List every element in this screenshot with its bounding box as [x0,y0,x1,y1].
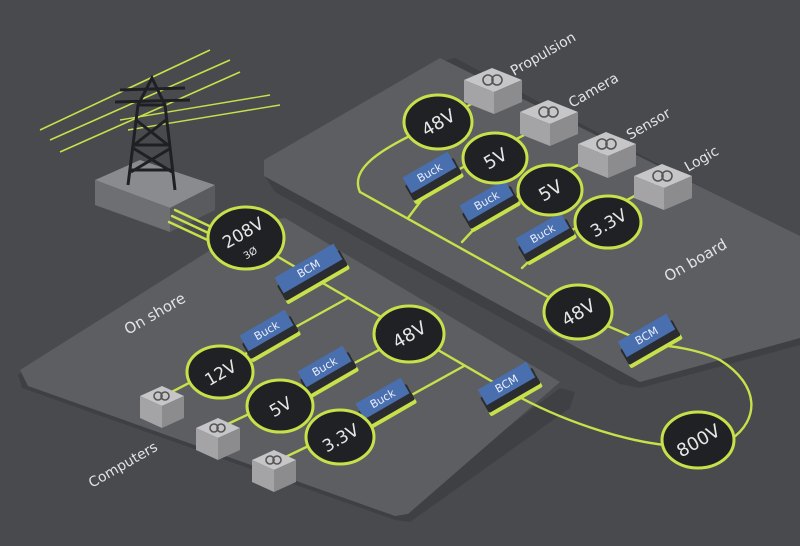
voltage-bubble-board-bus: 48V [542,283,614,341]
voltage-bubble-board-5: 5V [461,131,529,185]
onshore-platform [18,218,575,522]
label-computers: Computers [86,439,161,491]
transformer-icon [209,423,226,433]
label-propulsion: Propulsion [508,29,579,79]
onboard-platform [264,58,800,388]
label-sensor: Sensor [624,105,674,143]
bcm-module-board-in: BCM [617,313,683,368]
transformer-icon [596,138,617,150]
transformer-icon [265,455,282,465]
load-box-logic [634,164,692,210]
buck-module-shore-33: Buck [355,377,417,430]
load-box-propulsion [464,68,522,114]
buck-module-shore-12: Buck [239,309,301,362]
label-camera: Camera [566,70,622,111]
buck-module-board-5b: Buck [459,179,521,232]
voltage-bubble-shore-bus: 48V [372,304,446,364]
buck-module-board-33: Buck [515,212,577,265]
voltage-bubble-208v: 208V 3Ø [206,205,286,271]
transformer-icon [652,170,673,182]
buck-module-board-5: Buck [402,151,464,204]
voltage-bubble-shore-33: 3.3V [304,408,376,466]
load-box-computer-2 [196,418,240,460]
transformer-icon [538,106,559,118]
load-box-computer-3 [252,450,296,492]
bcm-module-shore-in: BCM [274,243,350,304]
voltage-bubble-board-5b: 5V [516,163,584,217]
power-tower-icon [39,49,281,232]
voltage-bubble-shore-5: 5V [245,378,315,434]
bcm-module-shore-out: BCM [477,361,543,416]
label-logic: Logic [682,143,722,175]
transformer-icon [153,391,170,401]
voltage-bubble-shore-12: 12V [185,344,255,400]
transformer-icon [482,74,503,86]
load-box-computer-1 [140,386,184,428]
load-box-camera [520,100,578,146]
load-box-sensor [578,132,636,178]
voltage-bubble-board-33: 3.3V [573,194,643,250]
voltage-bubble-tether: 800V [660,410,736,470]
voltage-bubble-board-top: 48V [402,93,474,151]
buck-module-shore-5: Buck [297,345,359,398]
